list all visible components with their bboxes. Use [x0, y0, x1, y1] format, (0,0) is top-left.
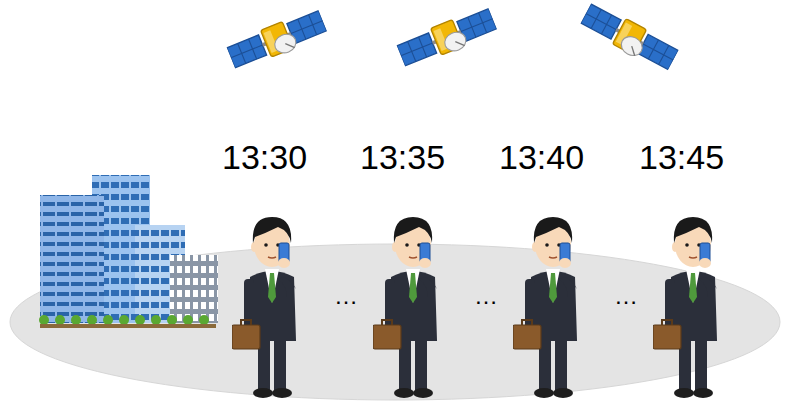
time-label: 13:40: [499, 140, 584, 174]
satellite: [395, 5, 498, 70]
time-label: 13:30: [222, 140, 307, 174]
businessman: [232, 217, 296, 398]
tree: [71, 315, 81, 325]
ellipsis: …: [614, 284, 638, 308]
tree: [135, 315, 145, 325]
trees: [39, 315, 216, 328]
building-windows: [170, 255, 218, 323]
tree: [167, 315, 177, 325]
tree-base: [40, 324, 216, 328]
tree: [103, 315, 113, 325]
building: [40, 195, 104, 323]
tree: [55, 315, 65, 325]
tree: [39, 315, 49, 325]
time-label: 13:45: [639, 140, 724, 174]
building-windows: [40, 195, 104, 323]
buildings: [40, 175, 218, 323]
businessman: [513, 217, 577, 398]
ellipsis: …: [474, 284, 498, 308]
tree: [151, 315, 161, 325]
tree: [119, 315, 129, 325]
building: [170, 255, 218, 323]
tree: [183, 315, 193, 325]
businessman: [373, 217, 437, 398]
satellite: [578, 1, 680, 74]
businessman: [653, 217, 717, 398]
tree: [199, 315, 209, 325]
tree: [87, 315, 97, 325]
ellipsis: …: [334, 284, 358, 308]
time-label: 13:35: [360, 140, 445, 174]
satellite: [225, 7, 328, 72]
